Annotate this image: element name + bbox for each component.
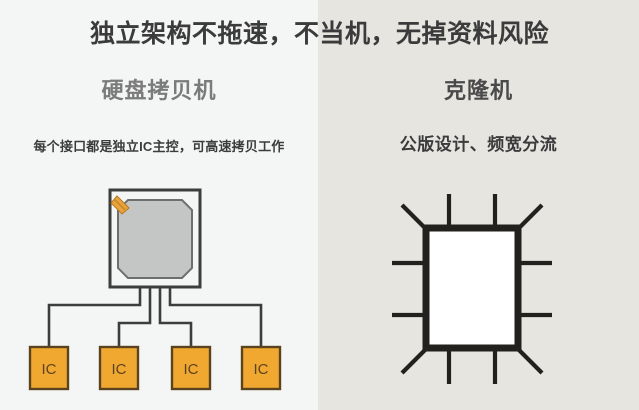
right-panel-heading: 克隆机: [443, 78, 513, 103]
ic-node-3: IC: [170, 345, 212, 391]
ic-node-4-label: IC: [254, 361, 269, 378]
left-architecture-diagram: IC IC IC IC: [0, 172, 318, 410]
left-panel-subtitle: 每个接口都是独立IC主控，可高速拷贝工作: [33, 139, 285, 154]
ic-node-4: IC: [240, 345, 282, 391]
chip-body: [422, 224, 522, 352]
ic-node-3-label: IC: [184, 361, 199, 378]
page-title: 独立架构不拖速，不当机，无掉资料风险: [89, 20, 549, 48]
independent-ic-architecture-icon: IC IC IC IC: [28, 188, 282, 391]
wire-to-ic-4: [168, 287, 263, 347]
ic-node-2-label: IC: [112, 361, 127, 378]
right-panel-subtitle: 公版设计、频宽分流: [399, 135, 558, 154]
left-panel-heading: 硬盘拷贝机: [101, 78, 217, 103]
wire-to-ic-3: [158, 287, 193, 347]
ic-node-2: IC: [98, 345, 140, 391]
single-shared-chip-icon: [392, 194, 552, 384]
ic-node-1: IC: [28, 345, 70, 391]
pin-one-marker-icon: [110, 195, 130, 215]
right-architecture-diagram: [318, 172, 639, 410]
wire-to-ic-1: [47, 287, 142, 347]
ic-node-1-label: IC: [42, 361, 57, 378]
wire-group: [47, 287, 263, 347]
controller-die: [117, 199, 193, 279]
wire-to-ic-2: [117, 287, 152, 347]
